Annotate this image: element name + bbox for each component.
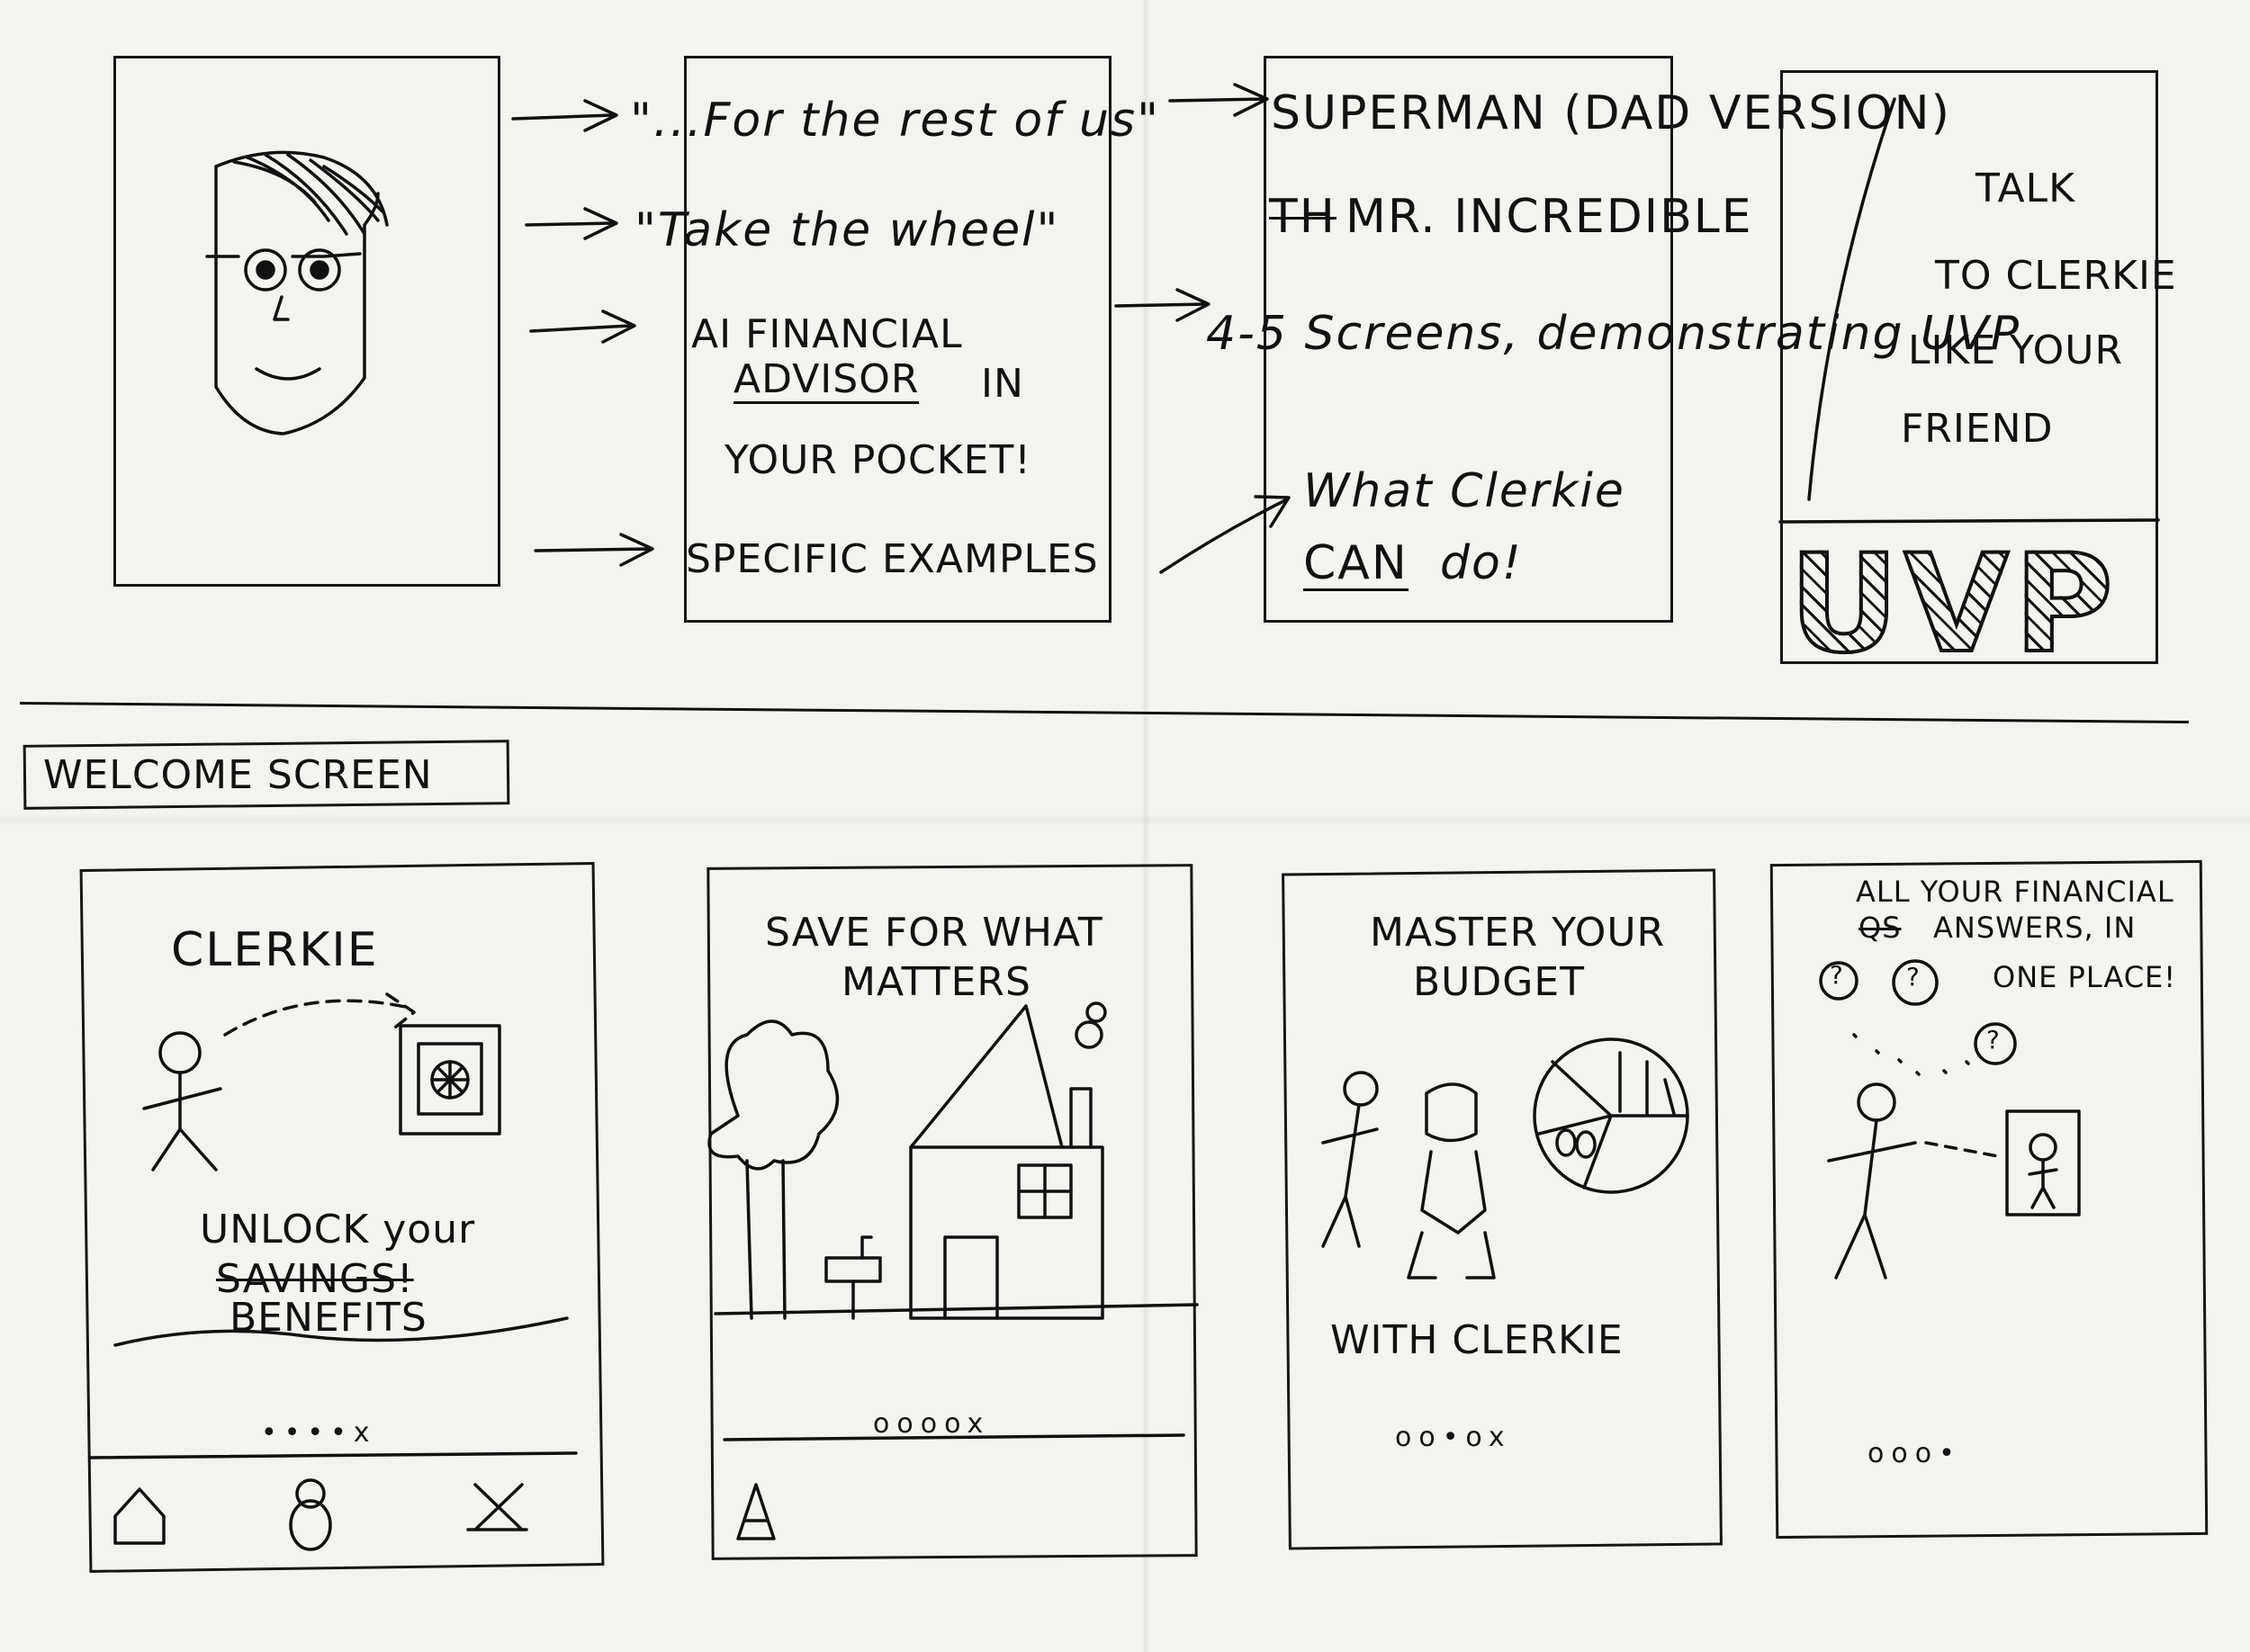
paper-fold-vertical <box>1141 0 1150 1652</box>
screen-3-caption: WITH CLERKIE <box>1330 1317 1624 1363</box>
screen-4-pager[interactable]: ooo• <box>1868 1438 1962 1469</box>
question-bubble-3: ? <box>1986 1025 2001 1055</box>
screen-2-pager[interactable]: oooox <box>873 1408 991 1440</box>
concept-note-what-clerkie: What Clerkie <box>1303 464 1625 518</box>
screen-4-title-1: ALL YOUR FINANCIAL <box>1856 875 2174 909</box>
screen-2-title-2: MATTERS <box>842 959 1031 1005</box>
screen-3-pager[interactable]: oo•ox <box>1395 1422 1512 1453</box>
screen-2-title-1: SAVE FOR WHAT <box>765 910 1103 956</box>
portrait-frame <box>113 56 500 587</box>
talk-line-1: TALK <box>1976 166 2075 211</box>
screen-1-pager[interactable]: ••••x <box>261 1417 377 1449</box>
concept-note-mr-incredible: MR. INCREDIBLE <box>1346 190 1753 244</box>
section-label: WELCOME SCREEN <box>43 752 433 798</box>
pitch-phrase-specific-examples: SPECIFIC EXAMPLES <box>686 536 1099 582</box>
pitch-phrase-take-the-wheel: "Take the wheel" <box>634 203 1060 257</box>
concept-note-can: CAN <box>1303 536 1408 591</box>
screen-3-title-1: MASTER YOUR <box>1370 910 1666 956</box>
question-bubble-2: ? <box>1906 962 1921 992</box>
pitch-phrase-ai-advisor-1: AI FINANCIAL <box>691 311 963 357</box>
paper-fold-horizontal <box>0 814 2250 825</box>
talk-frame <box>1780 70 2158 664</box>
screen-3-title-2: BUDGET <box>1413 959 1586 1005</box>
screen-4-title-3: ONE PLACE! <box>1993 960 2177 994</box>
talk-line-2: TO CLERKIE <box>1935 253 2177 299</box>
screen-4-title-2: ANSWERS, IN <box>1933 911 2137 945</box>
screen-1-caption-1: UNLOCK your <box>200 1207 476 1252</box>
concept-note-strike: TH <box>1269 190 1336 244</box>
concept-note-do: do! <box>1440 536 1523 590</box>
talk-line-4: FRIEND <box>1901 406 2054 452</box>
uvp-hatched-label: UVP <box>1787 525 2119 685</box>
question-bubble-1: ? <box>1830 960 1844 990</box>
concept-note-screens: 4-5 Screens, demonstrating UVP <box>1206 307 2020 361</box>
screen-4-title-struck: QS <box>1858 911 1902 945</box>
talk-line-3: LIKE YOUR <box>1908 328 2124 373</box>
pitch-frame <box>684 56 1112 623</box>
screen-1-caption-struck: SAVINGS! <box>216 1256 414 1302</box>
concept-frame <box>1264 56 1673 623</box>
concept-note-superman: SUPERMAN (DAD VERSION) <box>1271 86 1951 140</box>
pitch-phrase-ai-advisor-2b: IN <box>981 361 1024 407</box>
pitch-phrase-rest-of-us: "...For the rest of us" <box>630 94 1161 148</box>
screen-1-caption-3: BENEFITS <box>230 1295 428 1341</box>
pitch-phrase-ai-advisor-2: ADVISOR <box>734 356 920 404</box>
screen-1-title: CLERKIE <box>171 923 379 977</box>
pitch-phrase-ai-advisor-3: YOUR POCKET! <box>724 437 1031 483</box>
section-divider <box>19 702 2189 724</box>
